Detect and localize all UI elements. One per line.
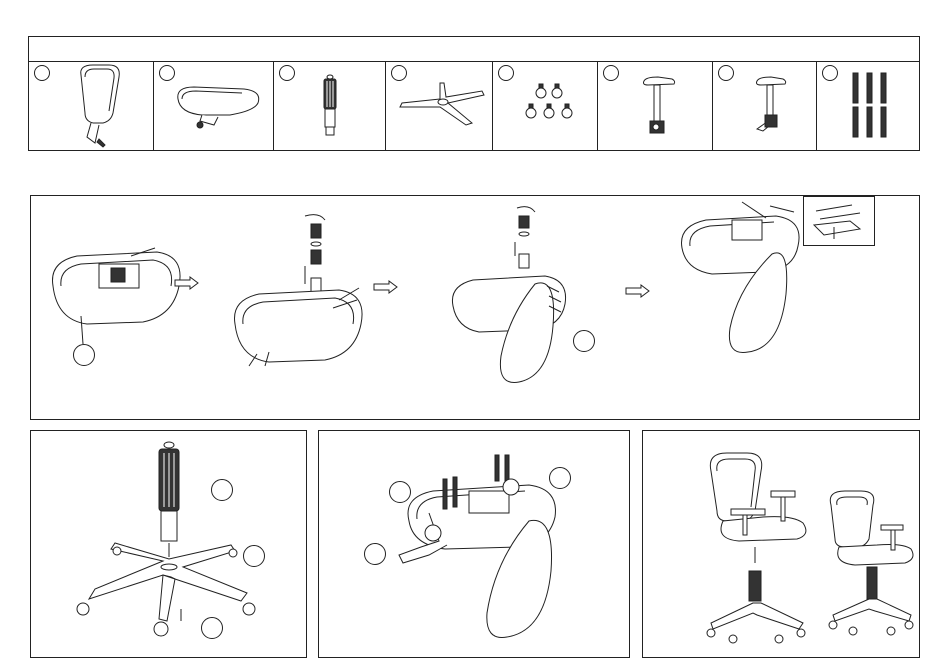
next-step-arrow (174, 276, 200, 290)
callout-caster (201, 617, 223, 639)
seat-icon (174, 81, 264, 136)
step-armrest-attachment-panel (318, 430, 630, 658)
part-number-circle (159, 65, 175, 81)
gas-lift-icon (318, 71, 342, 146)
next-step-arrow (373, 280, 399, 294)
callout-armrest-left (364, 543, 386, 565)
step-base-assembly-panel (30, 430, 307, 658)
chair-onto-base-drawing (703, 451, 813, 651)
callout-armrest-right (549, 467, 571, 489)
part-number-circle (603, 65, 619, 81)
seat-mechanism-drawing (47, 246, 187, 336)
assembled-chair-drawing (821, 489, 917, 649)
backrest-attachment-drawing (449, 206, 589, 386)
parts-list-panel (28, 36, 920, 151)
star-base-icon (396, 81, 491, 131)
part-left-armrest (597, 61, 712, 150)
detail-inset (803, 196, 875, 246)
part-base (385, 61, 492, 150)
part-backrest (29, 61, 153, 150)
callout-leader (71, 316, 91, 346)
part-casters (492, 61, 597, 150)
callout-base (243, 545, 265, 567)
backrest-bolting-drawing (676, 198, 816, 356)
bolt-detail-drawing (810, 201, 870, 241)
next-step-arrow (625, 284, 651, 298)
part-number-circle (822, 65, 838, 81)
callout-gas-lift (211, 479, 233, 501)
part-right-armrest (712, 61, 816, 150)
part-number-circle (391, 65, 407, 81)
part-number-circle (34, 65, 50, 81)
screw-icon (847, 69, 897, 141)
parts-row (29, 61, 919, 150)
gas-lift-to-base-drawing (71, 439, 271, 649)
part-number-circle (279, 65, 295, 81)
backrest-icon (69, 63, 139, 148)
gas-lift-insertion-drawing (229, 204, 369, 374)
step-seat-mechanism-panel (30, 195, 920, 420)
callout-armrest-screws (389, 481, 411, 503)
callout-backrest (573, 330, 595, 352)
part-gas-lift (273, 61, 385, 150)
armrest-icon (638, 75, 683, 140)
callout-seat (73, 344, 95, 366)
part-seat (153, 61, 273, 150)
step-final-assembly-panel (642, 430, 920, 658)
part-screws (816, 61, 919, 150)
part-number-circle (498, 65, 514, 81)
caster-icon (523, 81, 583, 131)
armrest-icon (749, 75, 794, 140)
parts-list-title (29, 37, 919, 62)
part-number-circle (718, 65, 734, 81)
